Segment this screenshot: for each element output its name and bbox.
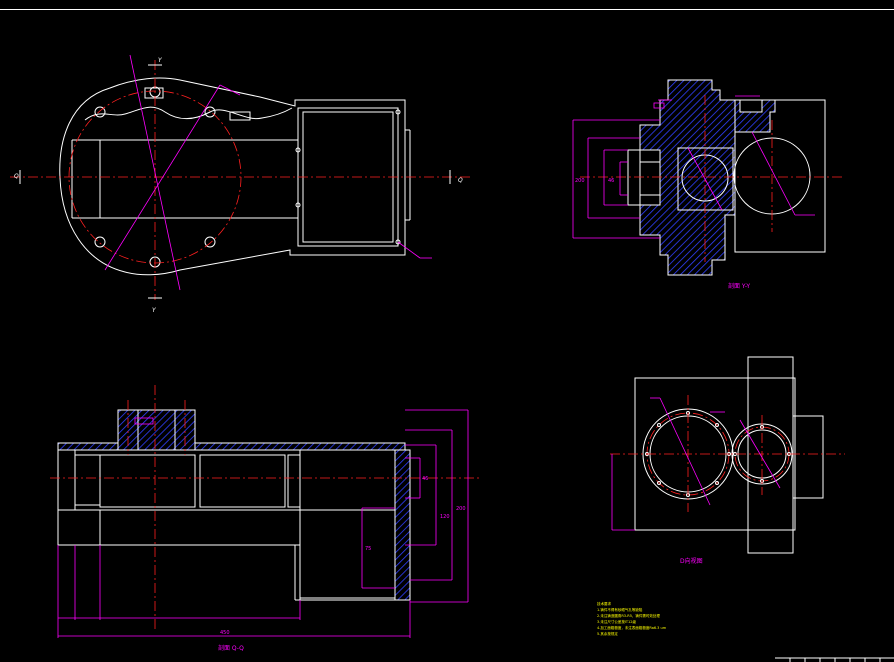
section-mark-q-left: Q [14, 173, 19, 180]
technical-notes: 技术要求 1.铸件不得有砂眼气孔等缺陷 2.未注铸造圆角R3-R5，铸件需时效处… [597, 601, 667, 636]
svg-text:46: 46 [608, 178, 614, 184]
section-yy-view: 200 46 剖面 Y-Y [572, 79, 845, 290]
section-qq-view: 120 200 46 75 450 剖面 Q-Q [50, 385, 480, 652]
svg-text:46: 46 [422, 476, 428, 482]
top-view: Y Y Q Q [10, 54, 470, 314]
section-qq-title: 剖面 Q-Q [218, 644, 244, 652]
notes-heading: 技术要求 [597, 601, 611, 606]
svg-text:200: 200 [575, 178, 585, 184]
view-d-title: D向视图 [680, 557, 703, 565]
title-block [775, 657, 894, 662]
section-mark-y-bottom: Y [152, 307, 157, 314]
note-line-5: 5.其余按规定 [597, 631, 618, 636]
view-d: D向视图 [610, 356, 845, 565]
section-mark-y-top: Y [158, 57, 163, 64]
svg-text:120: 120 [440, 514, 450, 520]
note-line-2: 2.未注铸造圆角R3-R5，铸件需时效处理 [597, 613, 660, 618]
section-yy-title: 剖面 Y-Y [728, 282, 750, 290]
svg-text:200: 200 [456, 506, 466, 512]
svg-text:450: 450 [220, 630, 230, 636]
note-line-4: 4.加工面粗糙度，未注表面粗糙度Ra6.3 um [597, 625, 667, 630]
section-mark-q-right: Q [458, 177, 463, 184]
note-line-3: 3.未注尺寸公差按IT12级 [597, 619, 636, 624]
svg-text:75: 75 [365, 546, 371, 552]
note-line-1: 1.铸件不得有砂眼气孔等缺陷 [597, 607, 643, 612]
